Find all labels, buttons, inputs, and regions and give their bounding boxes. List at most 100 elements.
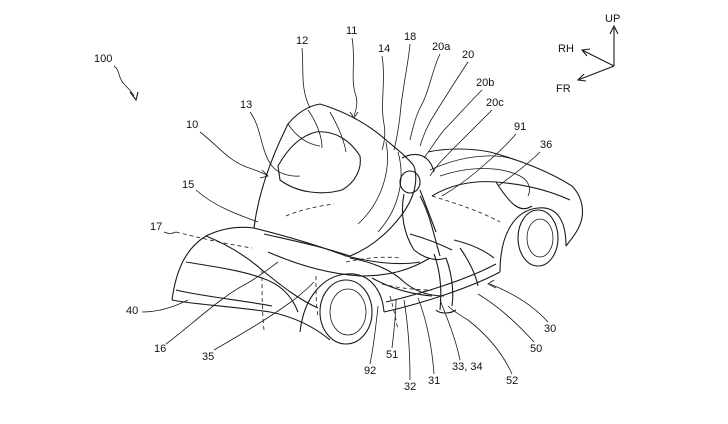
side-sill [383,271,501,313]
rear-deck-upper [427,148,573,187]
label-20b: 20b [476,77,494,89]
rear-window-curve [439,168,530,197]
label-20c: 20c [486,97,504,109]
leader-36 [497,151,541,187]
leader-20a [409,53,441,141]
front-hood-edge [171,226,255,301]
leader-50 [477,293,535,343]
label-20: 20 [462,49,474,61]
rear-roof-curve [429,155,517,171]
hidden-seat-line [345,256,401,263]
label-31: 31 [428,375,440,387]
leader-40 [141,299,189,313]
occupant [399,170,457,314]
rear-end [565,185,584,247]
rear-deck-line [431,181,571,201]
front-bumper-crease [175,289,273,307]
front-wheel-arch [299,273,385,333]
door-rear-edge [349,165,417,257]
leader-lines [141,37,549,381]
cabin-lower-line [267,251,431,277]
leader-14 [381,55,386,151]
rh-label: RH [558,43,574,55]
hidden-line-17 [175,231,253,249]
occupant-leg [433,253,442,311]
label-14: 14 [378,43,390,55]
rh-arrow [581,49,615,67]
rear-wheel-arch [499,207,567,273]
label-18: 18 [404,31,416,43]
fr-arrowhead [576,73,587,82]
front-wheel [319,279,373,345]
figure-ref-leader [113,65,135,97]
leader-20 [419,61,469,147]
reference-labels: 11 12 13 10 14 18 20a 20 20b 20c 91 36 1… [126,25,556,393]
rear-quarter-line [495,181,533,210]
rear-wheel-hub [526,218,554,258]
side-sill-upper [385,263,497,303]
label-10: 10 [186,119,198,131]
figure-ref-arrowhead [129,91,139,102]
up-arrowhead [609,24,619,35]
label-36: 36 [540,139,552,151]
door-crease-1 [287,123,321,147]
up-label: UP [605,13,620,25]
label-17: 17 [150,221,162,233]
vehicle-body [171,148,584,345]
fr-arrow [577,65,615,81]
leader-10 [199,131,269,177]
label-13: 13 [240,99,252,111]
leader-30 [489,283,549,323]
leader-13 [249,111,301,177]
leader-52 [447,305,513,375]
leader-11 [351,37,358,117]
figure-ref-label: 100 [94,53,112,65]
leader-17 [163,231,177,234]
hidden-pillar [261,269,265,331]
arrow-10 [259,169,269,179]
step-plate [371,277,433,297]
door-inner-panel [357,141,388,225]
arrow-30 [487,279,497,289]
occupant-torso [401,193,447,261]
label-20a: 20a [432,41,451,53]
leader-51 [391,299,397,349]
door-front-edge [253,103,321,229]
label-30: 30 [544,323,556,335]
label-51: 51 [386,349,398,361]
label-35: 35 [202,351,214,363]
front-bumper-lower [171,299,331,341]
label-40: 40 [126,305,138,317]
arrow-11 [349,111,359,119]
door-window [277,131,361,194]
leader-20b [423,89,483,159]
rear-wheel [517,209,559,267]
label-12: 12 [296,35,308,47]
leader-32 [403,299,411,381]
fr-label: FR [556,83,571,95]
door-crease-2 [307,109,323,149]
leader-18 [393,43,411,151]
leader-31 [417,297,435,375]
door-crease-3 [329,111,347,153]
label-16: 16 [154,343,166,355]
leader-91 [441,133,517,197]
door-bottom-edge [263,233,351,257]
label-15: 15 [182,179,194,191]
hidden-step-post [389,295,399,331]
side-step [453,239,495,259]
leader-16 [165,261,279,345]
label-33-34: 33, 34 [452,361,483,373]
occupant-head [399,170,421,194]
door-strut [419,189,437,233]
leader-35 [213,281,315,351]
hidden-rear-line [431,195,501,223]
label-32: 32 [404,381,416,393]
label-11: 11 [346,25,357,37]
door-inner-panel-2 [377,151,402,233]
label-50: 50 [530,343,542,355]
rh-arrowhead [580,48,591,57]
label-91: 91 [514,121,526,133]
